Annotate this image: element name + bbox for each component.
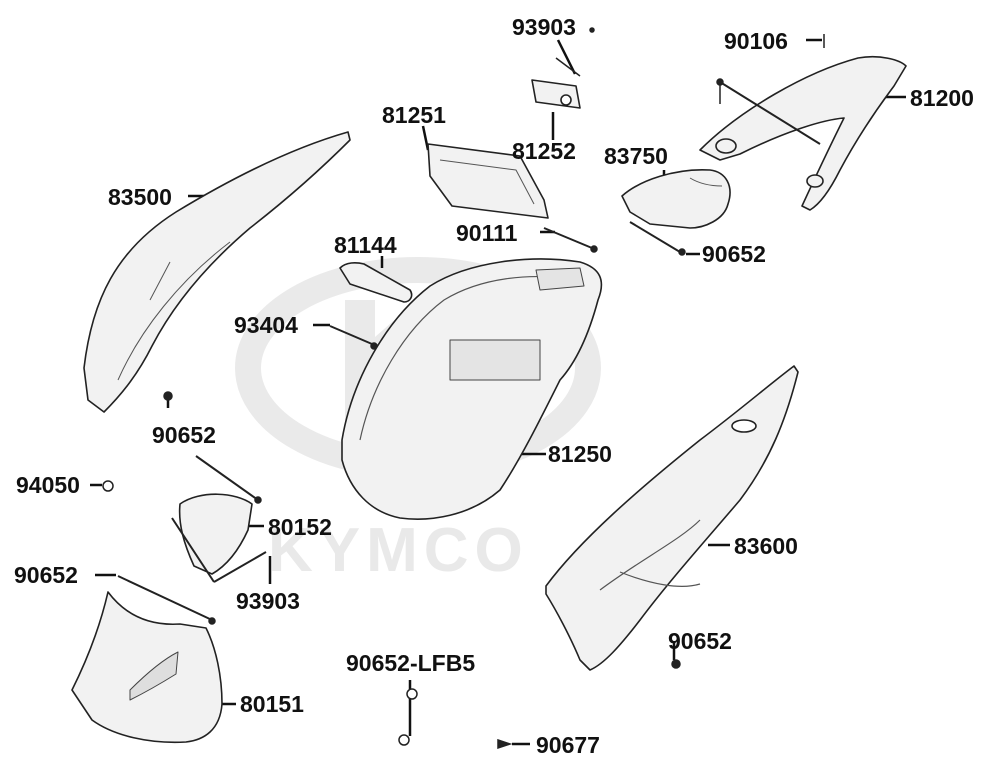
leader-lines — [90, 38, 906, 746]
label-90652-low: 90652 — [668, 628, 732, 654]
label-90106: 90106 — [724, 28, 788, 54]
part-83500-left-side-cover — [83, 131, 351, 413]
kymco-watermark-text: KYMCO — [268, 516, 529, 585]
label-90652-right: 90652 — [702, 241, 766, 267]
label-90111: 90111 — [456, 220, 518, 246]
part-81250-helmet-box — [341, 258, 603, 520]
part-81200-rear-carrier — [699, 55, 907, 211]
label-93903-top: 93903 — [512, 14, 576, 40]
label-90652-left: 90652 — [152, 422, 216, 448]
part-80151-front-cover — [71, 591, 223, 744]
part-81144-emblem — [339, 262, 413, 303]
label-90652-bottom-left: 90652 — [14, 562, 78, 588]
label-93903-bottom: 93903 — [236, 588, 300, 614]
fasteners — [102, 27, 825, 750]
part-80152-inner-bracket — [178, 493, 253, 575]
label-80151: 80151 — [240, 691, 304, 717]
label-81144: 81144 — [334, 232, 397, 258]
part-83600-right-side-cover — [545, 365, 799, 671]
label-90677: 90677 — [536, 732, 600, 758]
part-83750-rear-light — [621, 169, 731, 229]
label-83750: 83750 — [604, 143, 668, 169]
label-80152: 80152 — [268, 514, 332, 540]
part-81252-cover-plate — [531, 79, 581, 109]
label-83500: 83500 — [108, 184, 172, 210]
label-93404: 93404 — [234, 312, 298, 338]
label-81200: 81200 — [910, 85, 974, 111]
label-83600: 83600 — [734, 533, 798, 559]
label-90652-lfb5: 90652-LFB5 — [346, 650, 476, 676]
label-94050: 94050 — [16, 472, 80, 498]
label-81252: 81252 — [512, 138, 576, 164]
label-81251: 81251 — [382, 102, 446, 128]
label-81250: 81250 — [548, 441, 612, 467]
